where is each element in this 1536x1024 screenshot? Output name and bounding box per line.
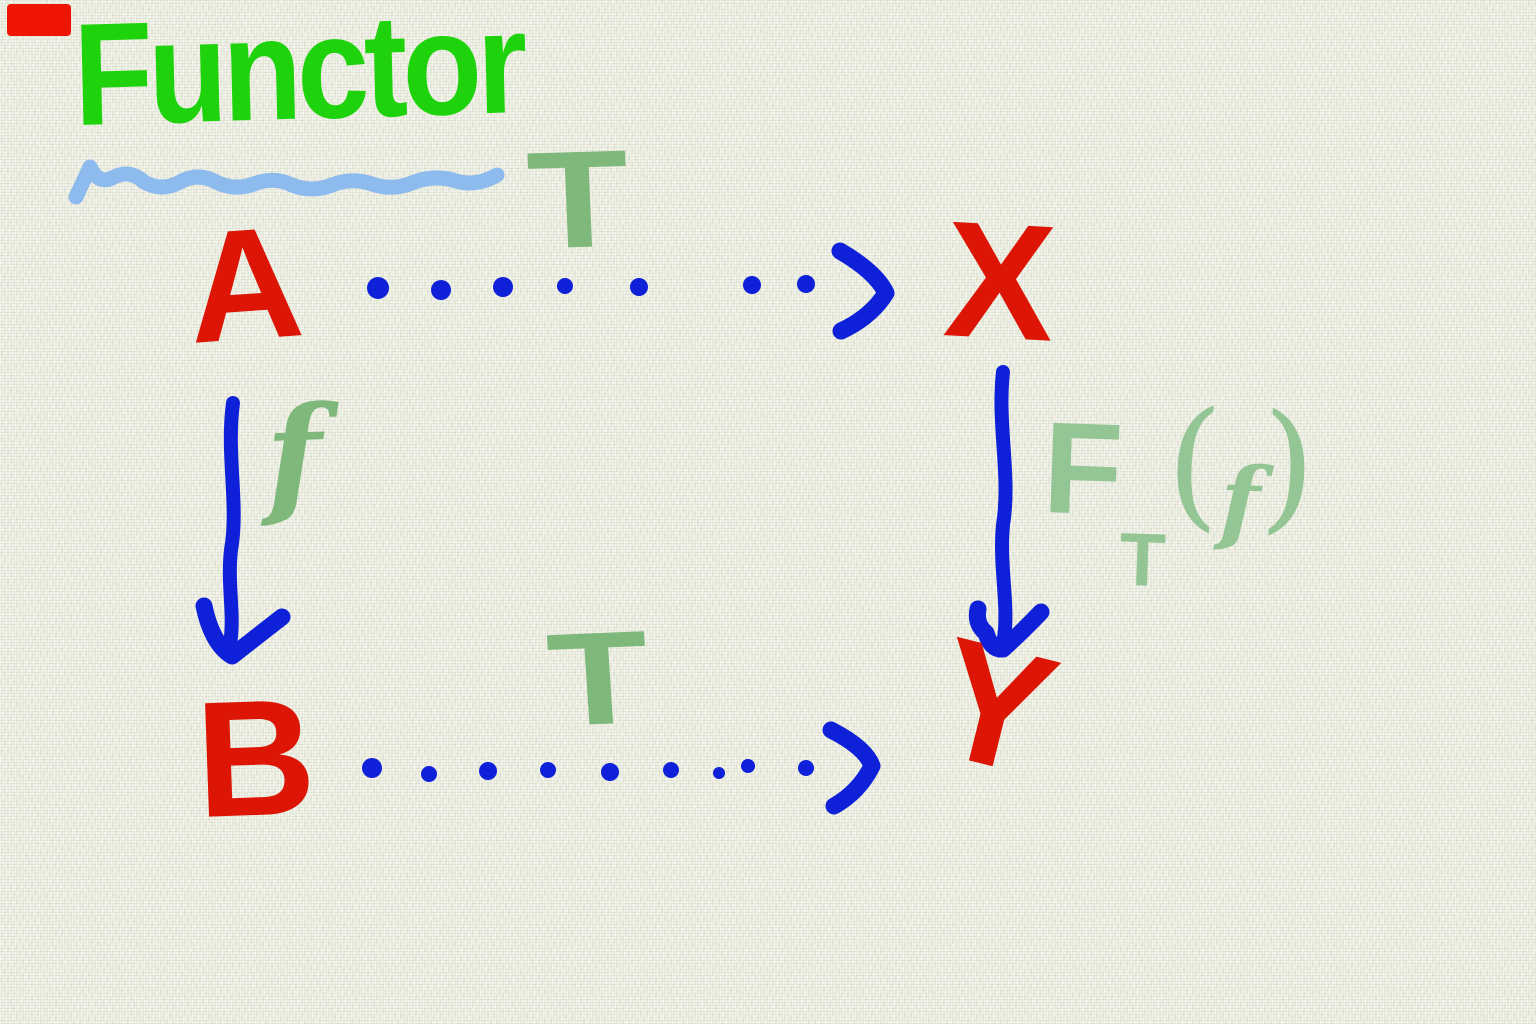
bottom-arrow-label: T [543,602,654,755]
arrowhead [831,242,895,340]
right-solid-arrow [968,365,1050,658]
arrowhead [195,597,291,665]
ftf-subscript: T [1118,516,1165,603]
dot [630,278,648,296]
dot [431,280,451,300]
left-arrow-label: f [263,377,325,532]
node-B: B [192,663,319,853]
left-solid-arrow [195,396,291,665]
right-arrow-label: FT(f) [1039,381,1319,603]
dot [713,767,725,779]
arrow-shaft [994,365,1013,645]
ftf-functor-symbol: F [1040,393,1126,543]
dot [798,760,814,776]
dot [743,276,761,294]
dot [493,277,513,297]
dot [367,277,389,299]
ftf-open-paren: ( [1163,381,1225,547]
red-corner-mark [7,4,71,36]
dot [797,275,815,293]
top-dotted-arrow [367,242,895,340]
dot [362,758,382,778]
title-underline-squiggle [68,159,505,205]
dot [601,763,619,781]
dot [540,762,556,778]
ftf-argument: f [1218,446,1262,556]
dot [741,759,755,773]
dot [663,762,679,778]
dot [557,278,573,294]
node-A: A [182,193,309,377]
arrowhead [822,721,881,815]
arrow-shaft [222,396,241,651]
dot [479,762,497,780]
bottom-dotted-arrow [362,721,881,815]
node-X: X [940,186,1060,376]
ftf-close-paren: ) [1258,384,1319,550]
top-arrow-label: T [524,121,632,279]
arrowhead [968,600,1050,658]
dot [421,766,437,782]
